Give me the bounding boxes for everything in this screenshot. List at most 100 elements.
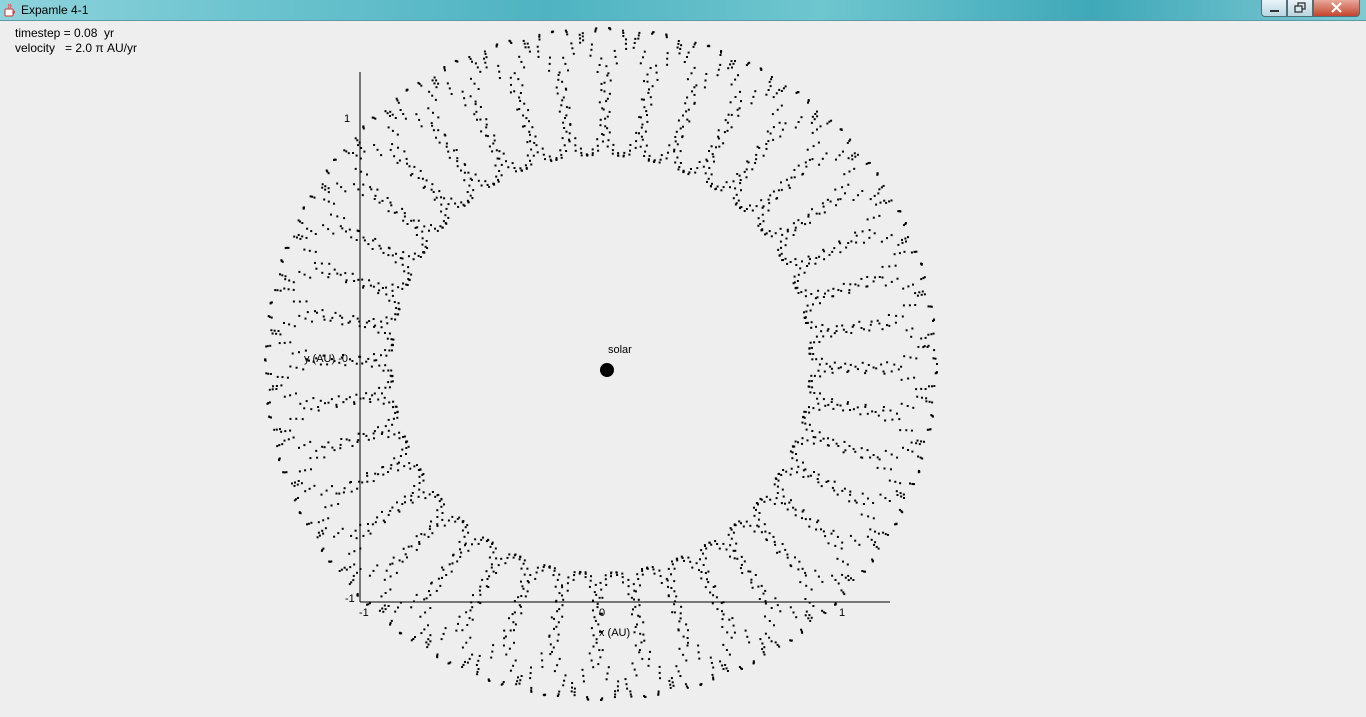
orbit-point [685, 110, 688, 113]
orbit-point [847, 579, 850, 582]
orbit-point [757, 525, 760, 528]
orbit-point [861, 570, 864, 572]
orbit-point [459, 548, 461, 551]
orbit-point [681, 556, 684, 559]
orbit-point [333, 202, 335, 205]
orbit-point [538, 33, 541, 36]
orbit-point [381, 431, 384, 434]
orbit-point [357, 278, 360, 281]
orbit-point [542, 566, 545, 568]
close-button[interactable] [1313, 0, 1360, 17]
orbit-point [710, 661, 713, 664]
orbit-point [595, 593, 598, 596]
orbit-point [817, 369, 820, 372]
orbit-point [866, 449, 869, 452]
orbit-point [564, 674, 567, 677]
orbit-point [622, 32, 625, 34]
orbit-point [930, 305, 933, 308]
orbit-point [652, 568, 655, 571]
minimize-button[interactable] [1261, 0, 1287, 17]
orbit-point [316, 311, 318, 314]
orbit-point [548, 69, 551, 72]
orbit-point [557, 74, 560, 76]
orbit-point [913, 250, 916, 253]
orbit-point [838, 240, 841, 243]
window-titlebar[interactable]: Expamle 4-1 [0, 0, 1366, 21]
orbit-point [600, 588, 603, 591]
orbit-point [752, 662, 755, 665]
orbit-point [782, 469, 785, 471]
orbit-point [781, 233, 784, 236]
orbit-point [806, 265, 809, 267]
orbit-point [608, 131, 611, 134]
orbit-point [553, 627, 555, 630]
orbit-point [353, 550, 356, 553]
orbit-point [279, 333, 282, 336]
orbit-point [578, 33, 581, 36]
orbit-point [584, 576, 587, 579]
orbit-point [888, 200, 891, 203]
velocity-readout: velocity = 2.0 π AU/yr [15, 41, 137, 55]
orbit-point [727, 113, 730, 116]
orbit-point [428, 493, 431, 496]
orbit-point [677, 119, 680, 122]
orbit-point [468, 56, 471, 58]
orbit-point [590, 48, 593, 51]
orbit-point [685, 659, 688, 662]
orbit-point [596, 144, 599, 147]
orbit-point [903, 497, 905, 499]
orbit-point [444, 69, 446, 72]
orbit-point [726, 670, 729, 672]
orbit-point [804, 295, 807, 298]
orbit-point [352, 152, 354, 154]
restore-button[interactable] [1287, 0, 1313, 17]
orbit-point [476, 118, 478, 121]
orbit-point [767, 140, 770, 143]
orbit-point [450, 570, 453, 573]
orbit-point [632, 46, 635, 49]
orbit-point [642, 98, 645, 101]
orbit-point [509, 91, 512, 94]
orbit-point [348, 552, 351, 555]
orbit-point [884, 497, 887, 500]
orbit-point [495, 45, 498, 48]
orbit-point [624, 42, 627, 45]
orbit-point [391, 129, 394, 132]
orbit-point [797, 568, 800, 571]
orbit-point [397, 101, 400, 104]
orbit-point [914, 292, 917, 295]
orbit-point [395, 211, 398, 214]
orbit-point [726, 129, 729, 132]
orbit-point [431, 183, 434, 186]
orbit-point [279, 289, 282, 292]
orbit-point [421, 230, 424, 233]
orbit-point [327, 172, 330, 175]
orbit-point [390, 619, 393, 622]
orbit-point [483, 57, 485, 60]
orbit-point [310, 468, 312, 471]
orbit-point [516, 680, 519, 683]
orbit-point [727, 533, 730, 536]
orbit-point [886, 324, 888, 327]
orbit-point [820, 485, 823, 488]
orbit-point [638, 31, 641, 34]
orbit-point [917, 471, 920, 474]
orbit-point [289, 417, 292, 420]
orbit-point [447, 519, 450, 522]
orbit-point [530, 666, 532, 669]
orbit-point [936, 363, 938, 365]
orbit-point [835, 204, 837, 207]
orbit-point [498, 77, 501, 79]
orbit-point [555, 158, 558, 161]
orbit-point [867, 497, 869, 500]
orbit-point [726, 631, 729, 634]
orbit-point [362, 125, 365, 128]
orbit-point [373, 437, 375, 440]
orbit-point [275, 388, 278, 390]
orbit-point [371, 248, 374, 250]
orbit-point [721, 664, 724, 667]
orbit-point [608, 110, 611, 113]
orbit-point [320, 262, 323, 265]
orbit-point [823, 258, 826, 261]
orbit-point [627, 578, 630, 581]
